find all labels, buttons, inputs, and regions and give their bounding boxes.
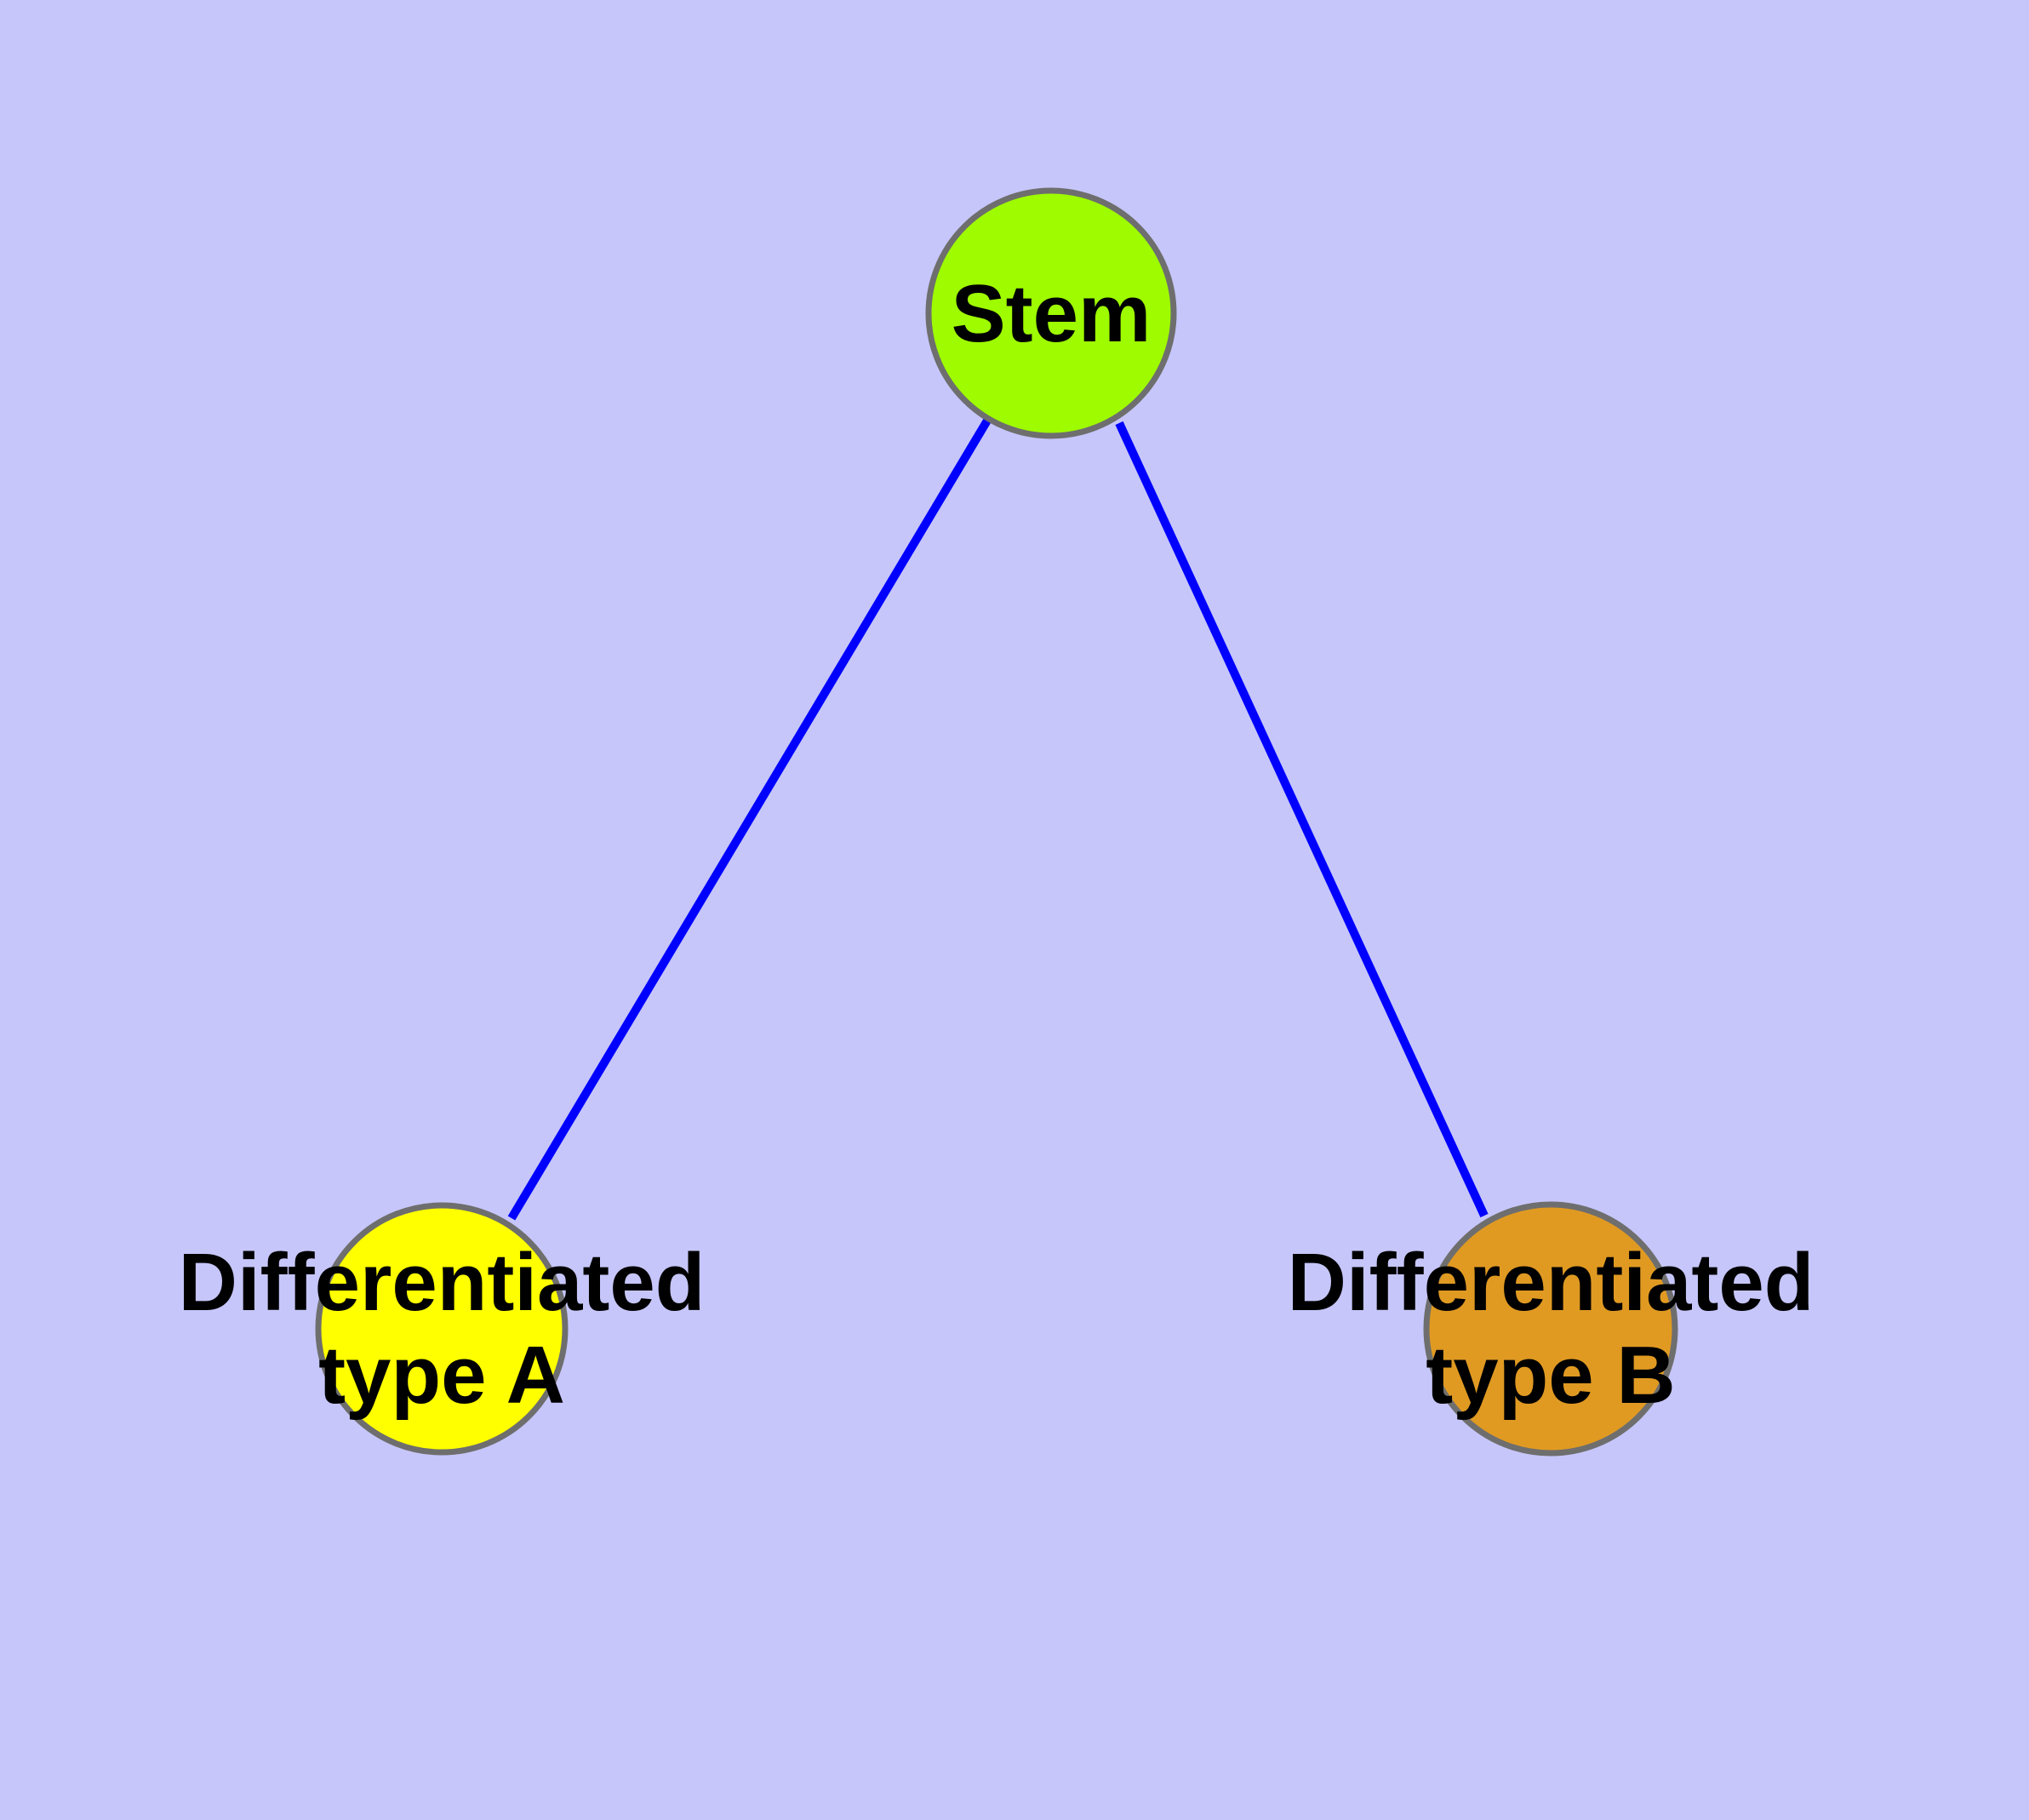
node-differentiated-type-a[interactable] <box>315 1202 569 1456</box>
edge-stem-to-differentiated-type-b <box>1115 421 1489 1218</box>
edge-stem-to-differentiated-type-a <box>507 418 992 1221</box>
node-differentiated-type-b[interactable] <box>1423 1201 1678 1457</box>
node-stem[interactable] <box>925 187 1177 439</box>
